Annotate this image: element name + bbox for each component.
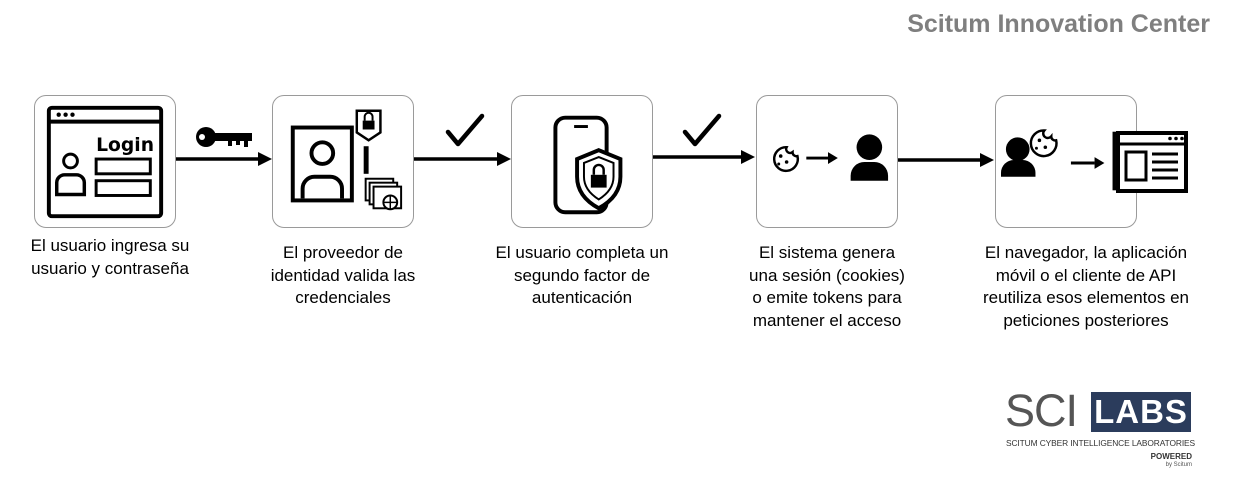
logo-sci-text: SCI xyxy=(1005,385,1078,436)
browser-window-detail xyxy=(1116,131,1188,193)
identity-provider-icon xyxy=(290,109,403,211)
logo-by-scitum: by Scitum xyxy=(1165,462,1192,468)
stage-session xyxy=(756,95,898,228)
caption-step-5: El navegador, la aplicación móvil o el c… xyxy=(982,243,1189,330)
checkmark-icon xyxy=(445,113,485,147)
connector-3 xyxy=(653,113,755,164)
login-label: Login xyxy=(96,135,154,156)
caption-step-3: El usuario completa un segundo factor de… xyxy=(495,243,669,307)
connector-2 xyxy=(414,113,511,166)
scilabs-logo: SCI LABS SCITUM CYBER INTELLIGENCE LABOR… xyxy=(1005,386,1200,476)
connector-4 xyxy=(898,153,994,167)
logo-powered: POWERED xyxy=(1150,452,1192,461)
page-title: Scitum Innovation Center xyxy=(907,10,1210,38)
connector-1 xyxy=(176,127,272,166)
stage-login: Login xyxy=(34,95,176,228)
logo-subtitle: SCITUM CYBER INTELLIGENCE LABORATORIES xyxy=(1006,438,1196,448)
key-icon xyxy=(196,127,252,147)
stage-identity-provider xyxy=(272,95,414,228)
stage-second-factor xyxy=(511,95,653,228)
caption-step-1: El usuario ingresa su usuario y contrase… xyxy=(30,236,190,278)
mobile-shield-lock-icon xyxy=(553,115,623,215)
user-cookie-to-browser-icon xyxy=(1000,129,1105,177)
caption-step-2: El proveedor de identidad valida las cre… xyxy=(270,243,416,307)
checkmark-icon xyxy=(682,113,722,147)
caption-step-4: El sistema genera una sesión (cookies) o… xyxy=(749,243,905,330)
cookie-to-user-icon xyxy=(772,134,889,181)
login-window-icon: Login xyxy=(46,105,164,219)
logo-labs-box: LABS xyxy=(1091,392,1191,432)
